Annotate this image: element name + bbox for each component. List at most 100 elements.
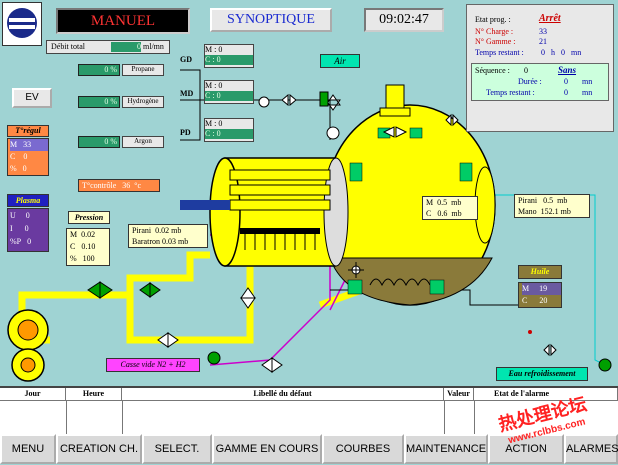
duree-value: 0 (564, 77, 568, 86)
pression-p: 100 (82, 254, 95, 263)
gauge-pirani-label: Pirani (518, 196, 538, 205)
pression-p-label: % (70, 254, 77, 263)
cassevide-button[interactable]: Casse vide N2 + H2 (106, 358, 200, 372)
c-letter: C : (205, 129, 215, 138)
chamber-c: 0.6 (437, 209, 448, 218)
huile-panel: M 19 C 20 (518, 282, 562, 308)
nav-creation-button[interactable]: CREATION CH. (56, 434, 142, 464)
huile-title[interactable]: Huile (518, 265, 562, 279)
synoptique-button[interactable]: SYNOPTIQUE (210, 8, 332, 32)
pression-pirani-unit: mb (171, 226, 182, 235)
load-tray (240, 228, 320, 234)
gas-c: 0 (216, 91, 221, 100)
plasma-p: 0 (27, 237, 32, 246)
chamber-unit: mb (451, 209, 462, 218)
heat-grids (347, 127, 473, 295)
duree-label: Durée : (518, 77, 542, 86)
pirani-baratron-panel: Pirani 0.02 mb Baratron 0.03 mb (128, 224, 208, 248)
col-heure: Heure (66, 388, 122, 400)
pression-c: 0.10 (81, 242, 96, 251)
treg-p-label: % (10, 164, 17, 173)
debit-panel: Débit total 0 ml/mn (46, 40, 170, 54)
m-letter: M : (205, 45, 217, 54)
nav-action-button[interactable]: ACTION (488, 434, 564, 464)
col-libelle: Libellé du défaut (122, 388, 444, 400)
sequence-status: Sans (558, 65, 577, 75)
chamber-c-label: C (426, 209, 432, 218)
gas-m: 0 (218, 81, 223, 90)
pression-baratron: 0.03 (162, 237, 176, 246)
air-label[interactable]: Air (320, 54, 360, 68)
gas-mc-panel: M : 0 C : 0 (204, 44, 254, 68)
company-logo (2, 2, 42, 46)
gauge-mano-label: Mano (518, 207, 537, 216)
gauge-pirani: 0.5 (543, 196, 554, 205)
chamber-m-label: M (426, 198, 434, 207)
col-valeur: Valeur (444, 388, 474, 400)
clock-text: 09:02:47 (379, 12, 429, 27)
debit-unit: ml/mn (143, 42, 164, 51)
nav-alarmes-button[interactable]: ALARMES (564, 434, 618, 464)
plasma-panel: Plasma U 0 I 0 %P 0 (7, 194, 49, 264)
nav-select-button[interactable]: SELECT. CH. (142, 434, 212, 464)
pression-title[interactable]: Pression (68, 211, 110, 224)
eau-button[interactable]: Eau refroidissement (496, 367, 588, 381)
gas-pct: 0 (104, 97, 109, 106)
pression-m: 0.02 (81, 230, 96, 239)
plasma-u: 0 (25, 211, 30, 220)
plasma-title[interactable]: Plasma (7, 194, 49, 207)
nav-maintenance-button[interactable]: MAINTENANCE (404, 434, 488, 464)
gas-inlet (180, 200, 230, 210)
valves (87, 93, 557, 373)
plasma-i: 0 (24, 224, 29, 233)
tcontrole-panel: T°contrôle 36 °c (78, 179, 160, 192)
m-letter: M : (205, 81, 217, 90)
temps-label: Temps restant : (475, 48, 524, 57)
col-jour: Jour (0, 388, 66, 400)
chamber-m: 0.5 (437, 198, 448, 207)
c-letter: C : (205, 91, 215, 100)
huile-m: 19 (539, 284, 548, 293)
huile-m-label: M (522, 284, 530, 293)
alarm-table[interactable] (0, 386, 618, 434)
gas-pct-unit: % (110, 137, 117, 146)
restant-label: Temps restant : (486, 88, 535, 97)
clock-display: 09:02:47 (364, 8, 444, 32)
gas-pct-unit: % (110, 65, 117, 74)
treg-c-label: C (10, 152, 16, 161)
gas-name: Hydrogène (122, 96, 164, 108)
pression-m-label: M (70, 230, 78, 239)
huile-c-label: C (522, 296, 528, 305)
mode-text: MANUEL (90, 13, 156, 29)
pression-pirani: 0.02 (155, 226, 170, 235)
charge-value: 33 (539, 27, 547, 36)
pression-c-label: C (70, 242, 76, 251)
chamber-unit: mb (451, 198, 462, 207)
gas-mc-panel: M : 0 C : 0 (204, 118, 254, 142)
plasma-u-label: U (10, 211, 16, 220)
gamme-label: N° Gamme : (475, 37, 516, 46)
gas-name: Argon (122, 136, 164, 148)
pression-panel: M 0.02 C 0.10 % 100 (66, 228, 110, 266)
gauge-mano: 152.1 (540, 207, 559, 216)
temps-value: 0 h 0 mn (541, 48, 582, 57)
nav-gamme-button[interactable]: GAMME EN COURS (212, 434, 322, 464)
tcontrole-label: T°contrôle (82, 181, 117, 190)
treg-title[interactable]: T°régul (7, 125, 49, 137)
ev-button[interactable]: EV (12, 88, 52, 108)
chamber-panel: M 0.5 mb C 0.6 mb (422, 196, 478, 220)
gas-pct-unit: % (110, 97, 117, 106)
nav-menu-button[interactable]: MENU (0, 434, 56, 464)
pression-baratron-unit: mb (178, 237, 189, 246)
mode-display: MANUEL (56, 8, 190, 34)
gas-m: 0 (218, 45, 223, 54)
gas-pct: 0 (104, 65, 109, 74)
nav-courbes-button[interactable]: COURBES (322, 434, 404, 464)
sequence-label: Séquence : (475, 66, 510, 75)
debit-label: Débit total (51, 42, 85, 51)
tcontrole-value: 36 (122, 181, 131, 190)
etat-panel: Etat prog. : Arrêt N° Charge : 33 N° Gam… (466, 4, 614, 132)
treg-panel: T°régul M 33 C 0 % 0 (7, 125, 49, 177)
